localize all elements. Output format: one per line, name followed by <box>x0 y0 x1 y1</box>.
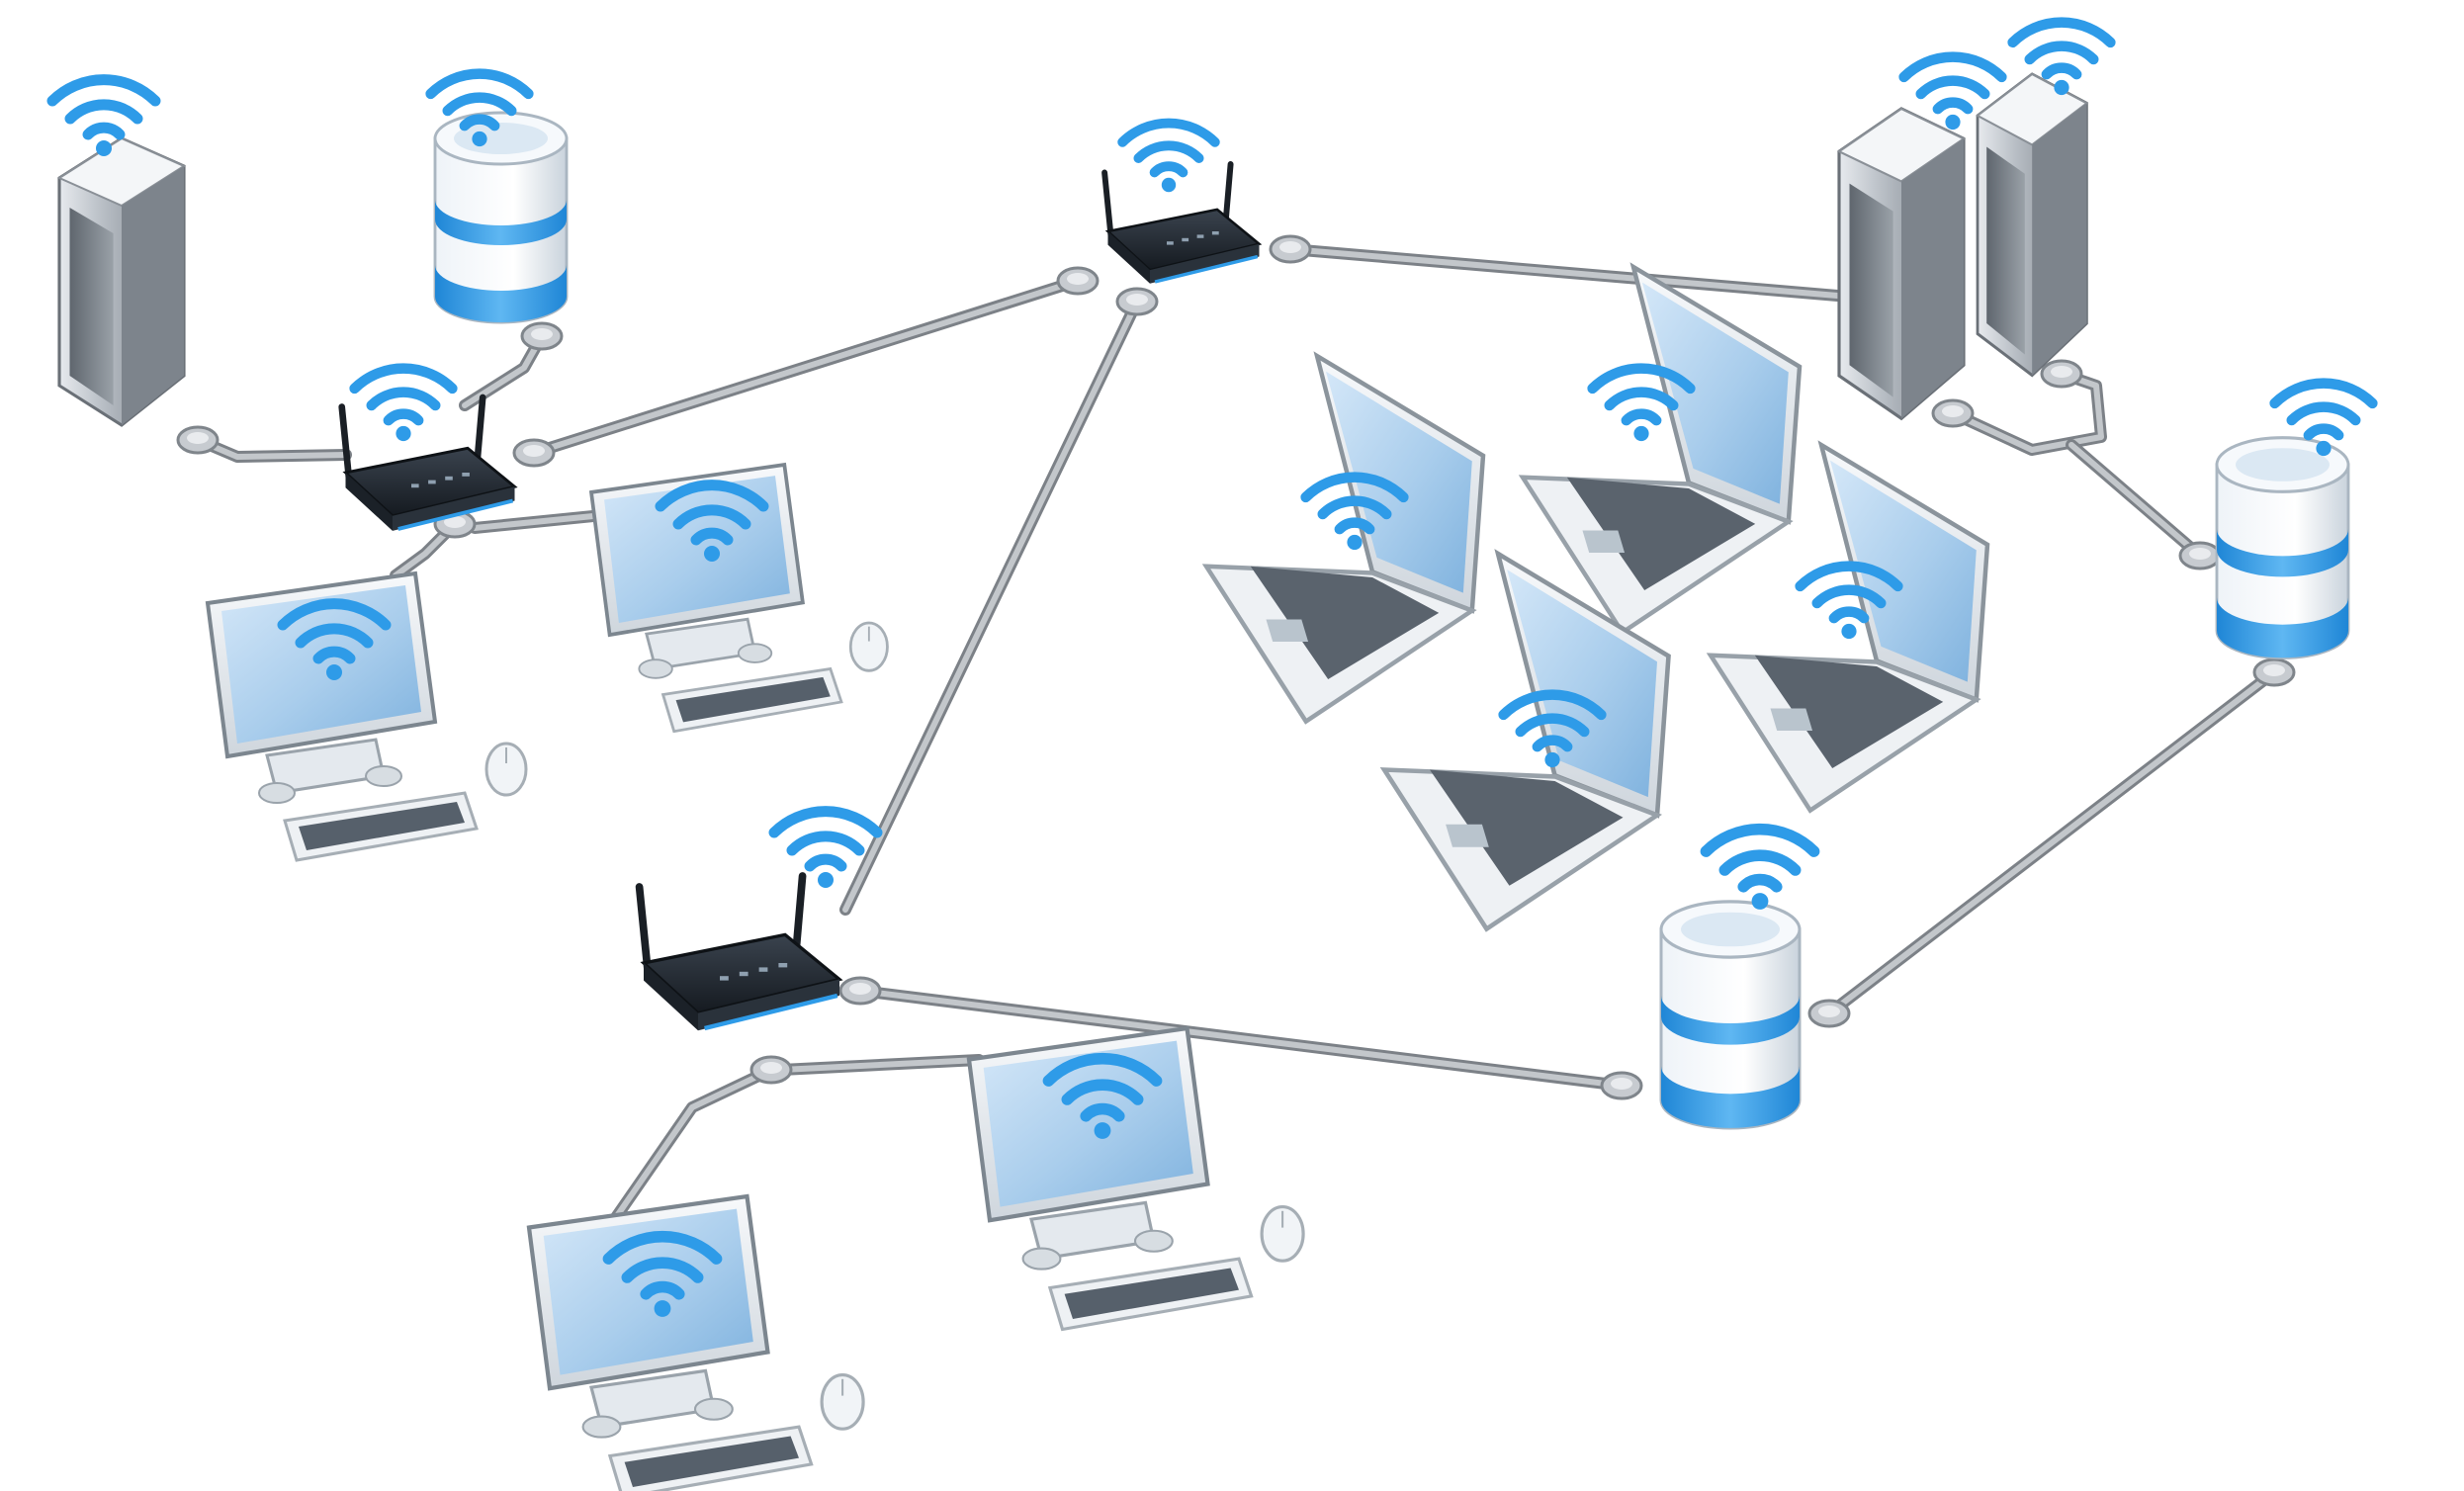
cable-joint <box>2040 359 2083 389</box>
node-router-d <box>640 812 877 1031</box>
node-router-b <box>1104 124 1259 284</box>
server-tower-icon <box>57 136 186 427</box>
node-laptop-1 <box>1206 356 1483 722</box>
cable-router-a-desktops <box>390 510 599 581</box>
cable-router-b-servers-c <box>1284 243 1855 303</box>
cable-db-c-db-d <box>1823 666 2280 1019</box>
wifi-icon <box>52 80 155 156</box>
wifi-icon <box>1122 124 1215 193</box>
cable-joint <box>1056 266 1100 296</box>
cable-joint <box>520 321 564 351</box>
node-server-a <box>52 80 186 427</box>
cable-joint <box>176 425 220 455</box>
cable-joint <box>1269 234 1312 264</box>
cable-joint <box>512 438 556 468</box>
cable-joint <box>2178 541 2222 570</box>
node-servers-c <box>1837 23 2110 420</box>
database-cylinder-icon <box>2215 436 2350 659</box>
wireless-router-icon <box>342 397 515 531</box>
wifi-icon <box>1706 830 1813 910</box>
cable-joint <box>1115 287 1159 316</box>
cable-joint <box>1807 999 1851 1028</box>
node-db-c <box>2215 384 2372 659</box>
laptop-icon <box>1523 267 1800 633</box>
desktop-computer-icon <box>969 1028 1303 1330</box>
wireless-router-icon <box>1104 164 1259 284</box>
cable-router-b-router-d <box>839 296 1143 916</box>
laptop-icon <box>1206 356 1483 722</box>
server-tower-icon <box>1837 107 1966 420</box>
cable-joint <box>838 976 882 1006</box>
cable-servers-c-db-c <box>1947 368 2206 562</box>
cable-joint <box>2252 658 2296 687</box>
node-desktop-d <box>529 1196 863 1491</box>
database-cylinder-icon <box>433 111 569 324</box>
node-desktop-b <box>589 463 890 734</box>
node-db-d <box>1659 830 1814 1130</box>
cable-server-a-router-a <box>192 434 352 463</box>
desktop-computer-icon <box>589 463 890 734</box>
cable-router-a-router-b <box>528 275 1084 459</box>
node-db-a <box>431 74 569 324</box>
cable-joint <box>1600 1071 1643 1100</box>
wifi-icon <box>355 369 453 441</box>
cable-joint <box>749 1055 793 1085</box>
server-tower-icon <box>1976 72 2088 378</box>
database-cylinder-icon <box>1659 900 1802 1130</box>
cable-router-d-db-d <box>854 985 1628 1092</box>
cable-joint <box>1931 398 1975 428</box>
wireless-router-icon <box>640 876 839 1030</box>
node-desktop-c <box>969 1028 1303 1330</box>
node-desktop-a <box>206 571 528 862</box>
node-laptop-2 <box>1523 267 1800 633</box>
